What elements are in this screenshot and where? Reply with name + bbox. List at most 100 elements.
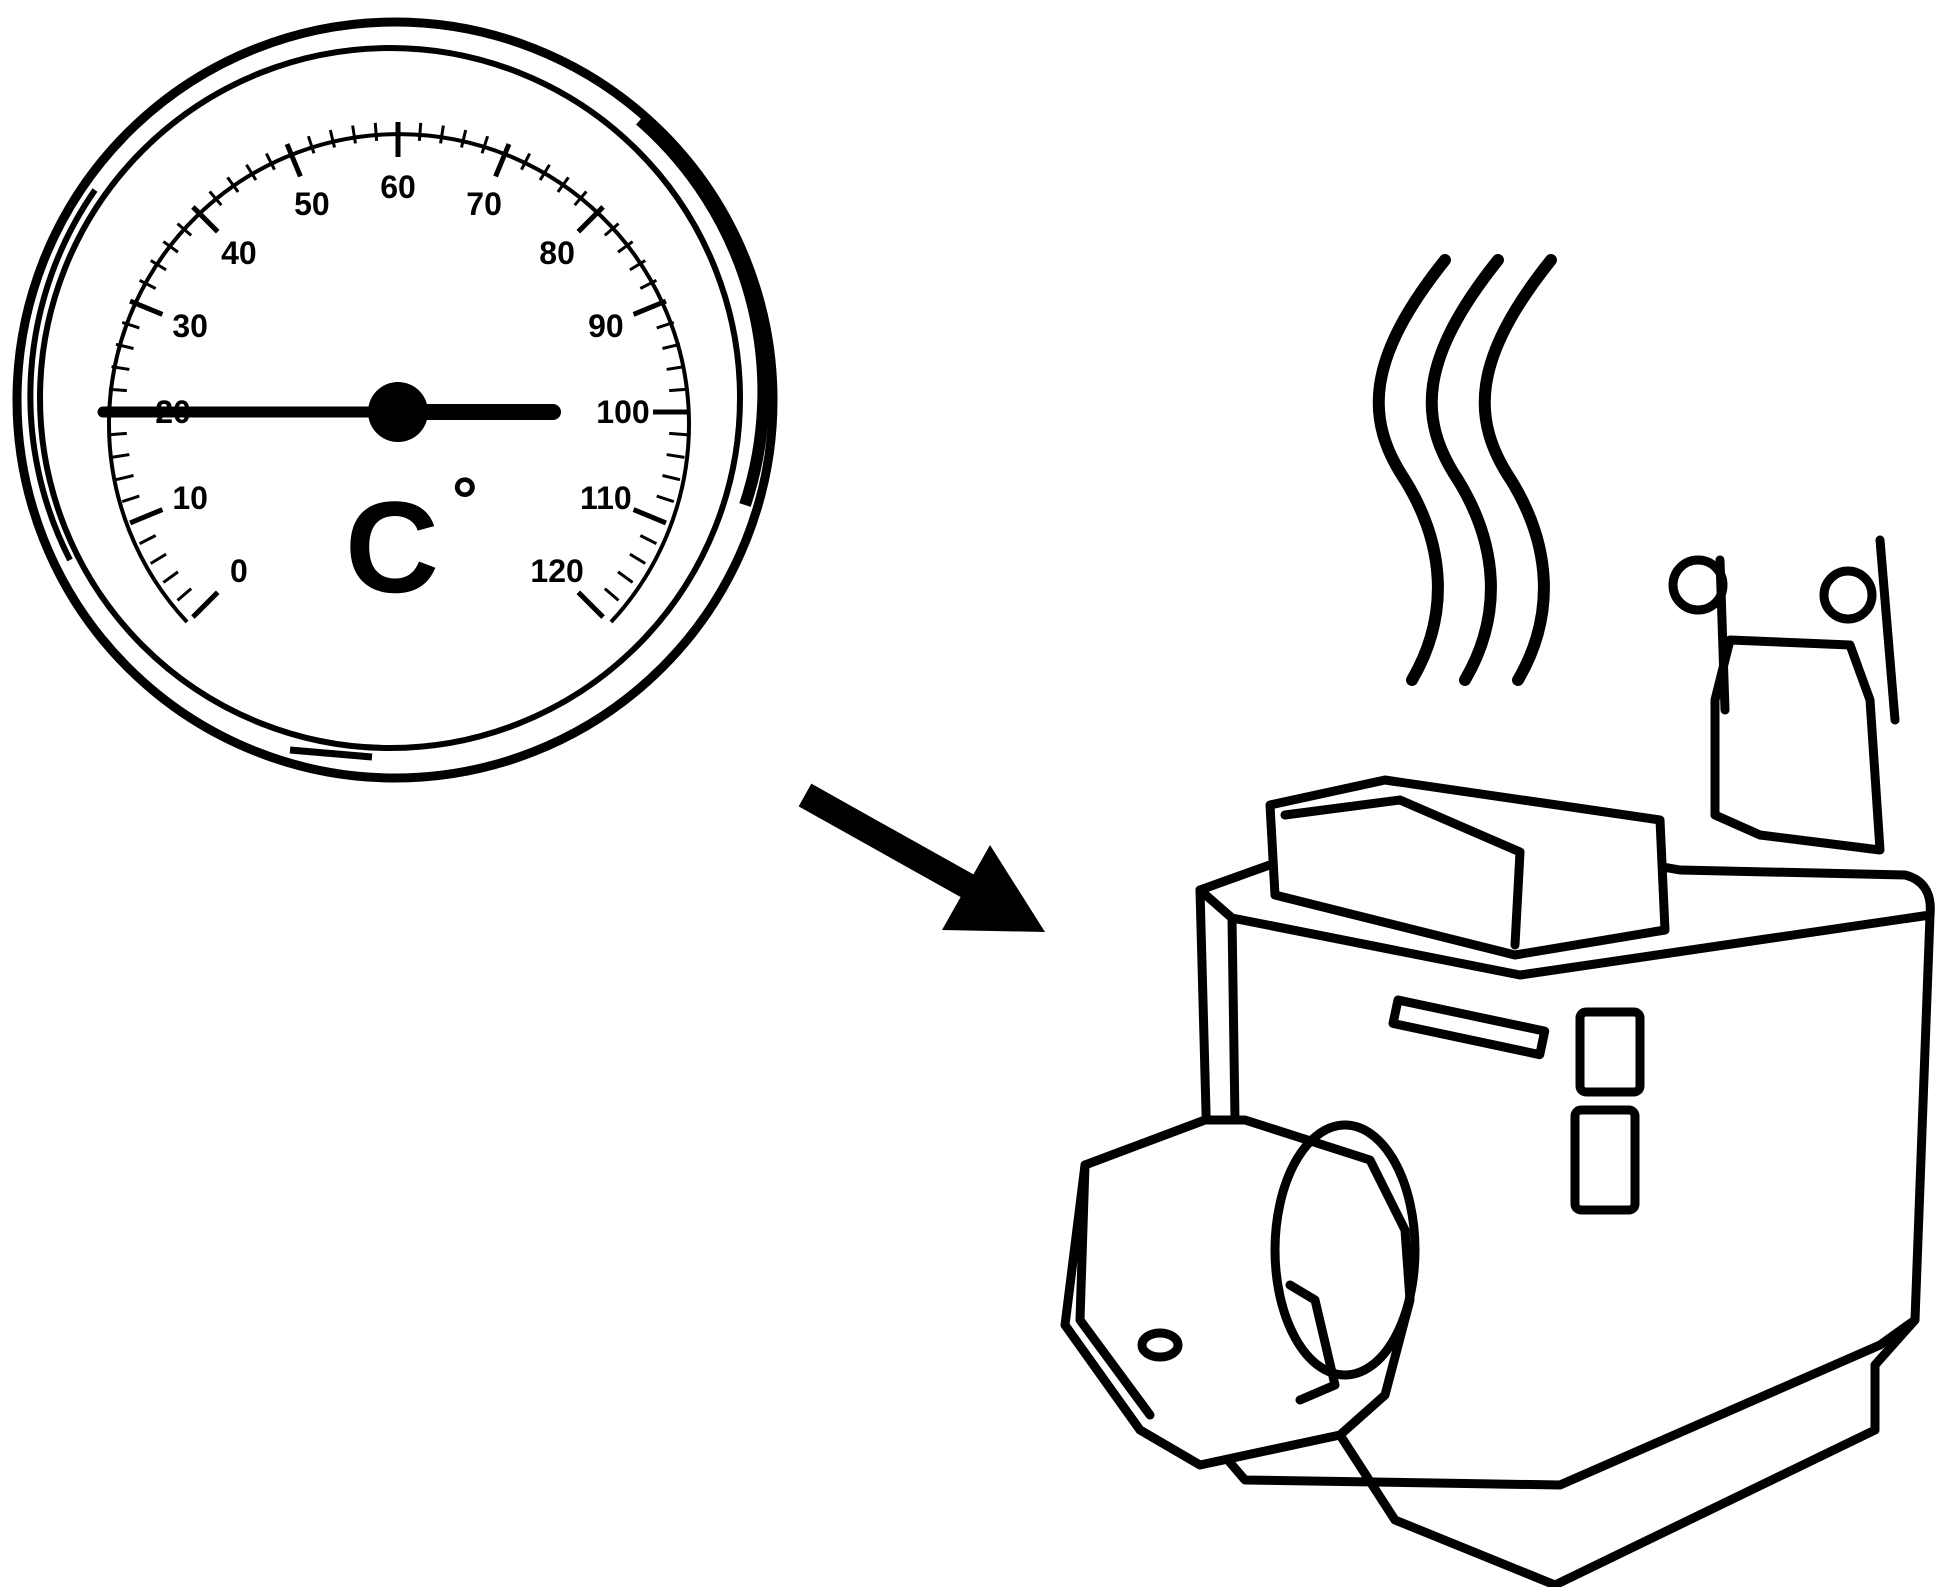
gauge-minor-tick xyxy=(208,190,223,207)
boiler-unit-icon xyxy=(1060,535,1935,1590)
gauge-scale-labels: 0102030405060708090100110120 xyxy=(155,169,649,589)
gauge-minor-tick xyxy=(176,587,193,602)
gauge-major-tick xyxy=(493,143,512,178)
gauge-minor-tick xyxy=(149,552,167,565)
gauge-major-tick xyxy=(191,590,220,619)
gauge-minor-tick xyxy=(121,494,140,504)
gauge-needle-hub xyxy=(368,382,428,442)
boiler-side-edge xyxy=(1227,913,1240,1125)
gauge-major-tick xyxy=(632,298,667,317)
gauge-minor-tick xyxy=(480,135,490,154)
gauge-minor-tick xyxy=(111,453,130,459)
gauge-minor-tick xyxy=(666,365,685,371)
gauge-scale-label: 120 xyxy=(530,553,583,589)
gauge-minor-tick xyxy=(138,279,157,290)
boiler-control-valve xyxy=(1710,635,1885,855)
gauge-minor-tick xyxy=(656,320,675,330)
heat-wave-1 xyxy=(1372,254,1451,686)
gauge-scale-label: 80 xyxy=(539,235,575,271)
gauge-minor-tick xyxy=(617,570,634,584)
gauge-major-tick xyxy=(129,298,164,317)
gauge-minor-tick xyxy=(111,365,130,371)
gauge-minor-tick xyxy=(666,453,685,459)
gauge-major-tick xyxy=(284,143,303,178)
boiler-burner-pipe xyxy=(1285,1280,1340,1405)
gauge-unit-label: C xyxy=(345,474,439,620)
gauge-bezel-shade-left xyxy=(27,188,98,562)
gauge-minor-tick xyxy=(603,587,620,602)
gauge-scale-label: 90 xyxy=(588,308,624,344)
gauge-scale-label: 60 xyxy=(380,169,416,205)
heat-waves-icon xyxy=(1372,254,1557,686)
gauge-scale-label: 40 xyxy=(221,235,257,271)
gauge-minor-tick xyxy=(226,176,240,193)
gauge-inner-ring xyxy=(37,45,743,751)
arrow-shaft xyxy=(798,783,987,905)
gauge-scale-label: 100 xyxy=(596,394,649,430)
arrow-down-right-icon xyxy=(798,783,1045,932)
gauge-minor-tick xyxy=(373,122,379,141)
gauge-minor-tick xyxy=(629,259,647,272)
gauge-major-tick xyxy=(129,507,164,526)
gauge-minor-tick xyxy=(629,552,647,565)
gauge-minor-tick xyxy=(108,387,127,393)
boiler-inspection-hole xyxy=(1137,1328,1183,1362)
gauge-major-tick xyxy=(632,507,667,526)
gauge-tick-marks xyxy=(108,122,688,619)
gauge-minor-tick xyxy=(149,259,167,272)
gauge-minor-tick xyxy=(556,176,570,193)
boiler-front-slot xyxy=(1388,995,1550,1060)
gauge-minor-tick xyxy=(245,163,258,181)
gauge-minor-tick xyxy=(662,474,681,482)
gauge-minor-tick xyxy=(639,279,658,290)
gauge-minor-tick xyxy=(121,320,140,330)
boiler-burner-port xyxy=(1270,1120,1420,1380)
gauge-minor-tick xyxy=(573,190,588,207)
boiler-burner-face xyxy=(1075,1160,1155,1420)
boiler-top-housing xyxy=(1265,775,1670,960)
boiler-burner-housing xyxy=(1060,1115,1415,1470)
gauge-major-tick xyxy=(576,590,605,619)
gauge-scale-label: 30 xyxy=(172,308,208,344)
gauge-major-tick xyxy=(576,205,605,234)
gauge-minor-tick xyxy=(162,240,179,254)
gauge-minor-tick xyxy=(617,240,634,254)
boiler-indicator-panel-top xyxy=(1575,1007,1645,1097)
gauge-minor-tick xyxy=(138,534,157,545)
heat-wave-2 xyxy=(1425,254,1504,686)
boiler-valve-knob-left xyxy=(1668,555,1728,615)
gauge-minor-tick xyxy=(662,342,681,350)
gauge-minor-tick xyxy=(115,474,134,482)
gauge-bezel-shade-right xyxy=(636,115,770,507)
gauge-minor-tick xyxy=(669,387,688,393)
gauge-degree-symbol: ° xyxy=(452,464,478,536)
boiler-indicator-panel-bottom xyxy=(1570,1105,1640,1215)
gauge-minor-tick xyxy=(417,122,423,141)
gauge-minor-tick xyxy=(108,431,127,437)
gauge-minor-tick xyxy=(162,570,179,584)
boiler-top-ledge xyxy=(1195,885,1935,980)
boiler-base xyxy=(1335,1315,1920,1590)
gauge-needle xyxy=(97,382,561,442)
gauge-outer-ring xyxy=(12,17,778,783)
gauge-minor-tick xyxy=(538,163,551,181)
heat-wave-3 xyxy=(1478,254,1557,686)
arrow-head xyxy=(942,845,1045,932)
gauge-minor-tick xyxy=(656,494,675,504)
gauge-minor-tick xyxy=(669,431,688,437)
gauge-minor-tick xyxy=(603,222,620,237)
thermometer-gauge-icon: 0102030405060708090100110120 C ° xyxy=(12,17,778,783)
gauge-minor-tick xyxy=(439,125,445,144)
gauge-minor-tick xyxy=(265,152,276,171)
gauge-scale-label: 50 xyxy=(294,186,330,222)
gauge-scale-label: 10 xyxy=(172,480,208,516)
gauge-minor-tick xyxy=(328,129,336,148)
gauge-minor-tick xyxy=(351,125,357,144)
gauge-scale-label: 70 xyxy=(466,186,502,222)
gauge-major-tick xyxy=(191,205,220,234)
gauge-minor-tick xyxy=(520,152,531,171)
boiler-valve-stem-left xyxy=(1715,555,1730,715)
boiler-valve-stem-right xyxy=(1875,535,1900,725)
